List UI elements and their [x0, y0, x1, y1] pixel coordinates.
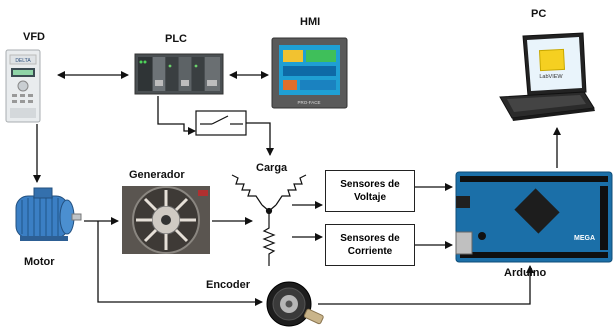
generator-device: [122, 186, 210, 254]
pc-label: PC: [531, 8, 547, 20]
motor-encoder-link: [97, 221, 263, 306]
pc-laptop: LabVIEW: [499, 32, 595, 121]
encoder-device: [266, 281, 324, 327]
load-resistors: [231, 174, 307, 266]
generador-label: Generador: [129, 169, 185, 181]
voltage-sensors-line2: Voltaje: [353, 192, 387, 203]
arduino-model-text: MEGA: [574, 235, 595, 242]
vfd-label: VFD: [23, 31, 45, 43]
voltage-sensors-box: Sensores de Voltaje: [325, 170, 415, 212]
vfd-brand-text: DELTA: [15, 58, 31, 64]
hmi-device: PRO-FACE: [271, 37, 348, 109]
plc-label: PLC: [165, 33, 187, 45]
encoder-arduino-link: [318, 265, 534, 305]
arduino-board: MEGA: [455, 171, 613, 263]
carga-label: Carga: [256, 162, 288, 174]
hmi-label: HMI: [300, 16, 321, 28]
pc-app-text: LabVIEW: [539, 74, 563, 80]
current-sensors-line2: Corriente: [347, 246, 393, 257]
switch-carga-link: [246, 122, 274, 156]
current-sensors-line1: Sensores de: [340, 233, 400, 244]
hmi-brand-text: PRO-FACE: [297, 100, 320, 105]
plc-device: [134, 53, 224, 95]
arduino-label: Arduino: [504, 267, 547, 279]
vfd-device: DELTA: [5, 49, 41, 123]
current-sensors-box: Sensores de Corriente: [325, 224, 415, 266]
motor-label: Motor: [24, 256, 55, 268]
motor-device: [15, 187, 82, 241]
encoder-label: Encoder: [206, 279, 251, 291]
plc-switch-link: [157, 96, 196, 135]
voltage-sensors-line1: Sensores de: [340, 179, 400, 190]
switch-symbol: [195, 110, 247, 136]
